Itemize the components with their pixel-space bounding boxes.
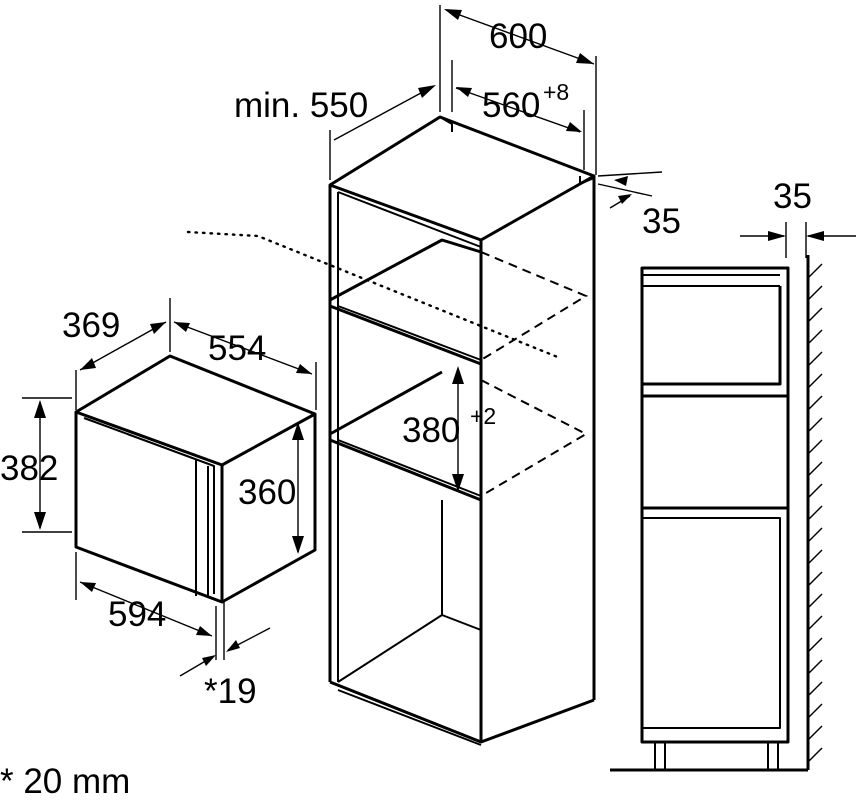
label-niche-width: 560: [482, 86, 540, 125]
label-cabinet-min-depth: min. 550: [234, 86, 368, 125]
label-niche-width-tolerance: +8: [543, 79, 569, 105]
dimension-labels: 600 min. 550 560 +8 35 35 380 +2 369 554…: [0, 17, 812, 801]
label-panel-thickness: *19: [204, 672, 257, 711]
tall-cabinet: [186, 115, 596, 746]
microwave-appliance: [74, 354, 317, 604]
label-appliance-height: 382: [0, 449, 58, 488]
label-niche-height-tolerance: +2: [470, 403, 496, 429]
label-appliance-width-depth: 554: [208, 329, 266, 368]
label-appliance-depth: 369: [62, 306, 120, 345]
footnote: * 20 mm: [0, 762, 130, 801]
label-appliance-inner-height: 360: [238, 473, 296, 512]
label-back-gap: 35: [642, 202, 681, 241]
label-side-gap: 35: [773, 177, 812, 216]
label-appliance-front-width: 594: [108, 595, 166, 634]
dimension-lines: [22, 5, 856, 677]
label-niche-height: 380: [402, 411, 460, 450]
side-section-view: [610, 255, 823, 772]
label-cabinet-width: 600: [489, 17, 547, 56]
